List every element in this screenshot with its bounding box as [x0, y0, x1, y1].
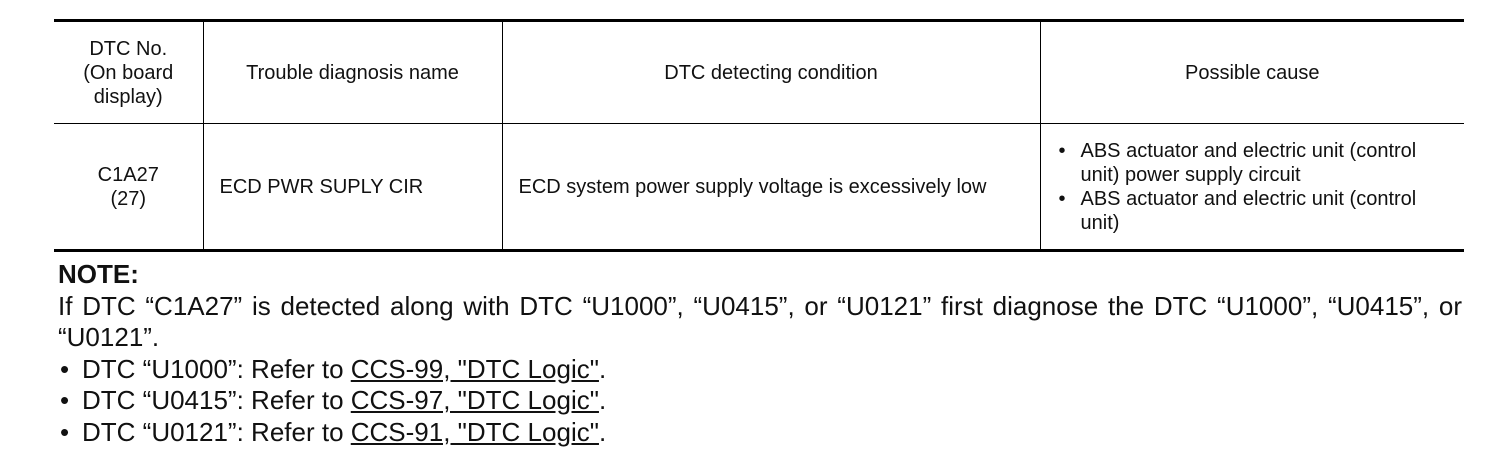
reference-link-ccs-97[interactable]: CCS-97, "DTC Logic"	[350, 385, 599, 415]
possible-cause-cell: ABS actuator and electric unit (control …	[1039, 123, 1464, 251]
reference-suffix: .	[598, 416, 607, 447]
possible-cause-list: ABS actuator and electric unit (control …	[1057, 139, 1457, 235]
reference-link-ccs-91[interactable]: CCS-91, "DTC Logic"	[350, 416, 599, 447]
possible-cause-item: ABS actuator and electric unit (control …	[1057, 139, 1457, 187]
dtc-code: C1A27	[97, 163, 159, 186]
header-dtc-no-line-1: DTC No.	[89, 37, 168, 60]
reference-item: DTC “U0121”: Refer to CCS-91, "DTC Logic…	[58, 417, 1462, 449]
header-dtc-detecting-condition: DTC detecting condition	[501, 20, 1041, 124]
table-row: C1A27 (27) ECD PWR SUPLY CIR ECD system …	[54, 123, 1464, 251]
reference-prefix: DTC “U0415”: Refer to	[82, 385, 351, 415]
dtc-detecting-condition-cell: ECD system power supply voltage is exces…	[501, 123, 1041, 251]
dtc-table: DTC No. (On board display) Trouble diagn…	[54, 19, 1464, 252]
header-dtc-no: DTC No. (On board display)	[54, 20, 204, 124]
trouble-diagnosis-name-cell: ECD PWR SUPLY CIR	[202, 123, 503, 251]
dtc-number-cell: C1A27 (27)	[54, 123, 204, 251]
reference-suffix: .	[598, 353, 607, 384]
note-text: If DTC “C1A27” is detected along with DT…	[58, 290, 1462, 353]
reference-list: DTC “U1000”: Refer to CCS-99, "DTC Logic…	[58, 354, 1462, 449]
reference-prefix: DTC “U1000”: Refer to	[82, 353, 351, 384]
possible-cause-item: ABS actuator and electric unit (control …	[1057, 187, 1457, 235]
header-dtc-no-line-3: display)	[93, 85, 163, 108]
reference-item: DTC “U0415”: Refer to CCS-97, "DTC Logic…	[58, 385, 1462, 417]
reference-suffix: .	[598, 385, 607, 415]
table-header-row: DTC No. (On board display) Trouble diagn…	[54, 20, 1464, 124]
reference-link-ccs-99[interactable]: CCS-99, "DTC Logic"	[350, 353, 599, 384]
note-section: NOTE: If DTC “C1A27” is detected along w…	[58, 259, 1462, 448]
dtc-display-code: (27)	[110, 187, 147, 210]
reference-item: DTC “U1000”: Refer to CCS-99, "DTC Logic…	[58, 354, 1462, 386]
header-dtc-no-line-2: (On board	[83, 61, 174, 84]
header-possible-cause: Possible cause	[1039, 20, 1464, 124]
reference-prefix: DTC “U0121”: Refer to	[82, 416, 351, 447]
note-title: NOTE:	[58, 259, 139, 289]
header-trouble-diagnosis-name: Trouble diagnosis name	[202, 20, 503, 124]
